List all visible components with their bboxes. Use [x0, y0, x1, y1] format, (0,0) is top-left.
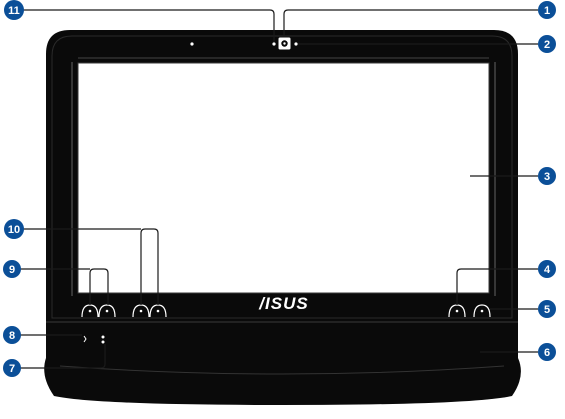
asus-logo: /ISUS	[258, 294, 308, 313]
svg-text:11: 11	[8, 5, 20, 17]
power-led-icon	[102, 336, 105, 339]
callout-9: 9	[3, 260, 21, 278]
stand	[44, 358, 521, 405]
power-led-icon-2	[102, 341, 105, 344]
screen	[78, 63, 489, 293]
callout-5: 5	[538, 300, 556, 318]
svg-text:10: 10	[8, 224, 20, 236]
svg-text:2: 2	[544, 39, 550, 51]
camera-led-right	[294, 42, 297, 45]
svg-text:7: 7	[9, 363, 15, 375]
monitor	[44, 30, 521, 405]
callout-3: 3	[538, 167, 556, 185]
webcam-lens	[283, 42, 285, 44]
callout-7: 7	[3, 359, 21, 377]
svg-text:8: 8	[9, 330, 15, 342]
svg-text:1: 1	[544, 5, 550, 17]
microphone-dot	[190, 42, 193, 45]
callout-8: 8	[3, 326, 21, 344]
callout-2: 2	[538, 35, 556, 53]
camera-led-left	[272, 42, 275, 45]
callout-1: 1	[538, 1, 556, 19]
callout-4: 4	[538, 260, 556, 278]
svg-text:9: 9	[9, 264, 15, 276]
svg-text:4: 4	[544, 264, 551, 276]
callout-6: 6	[538, 343, 556, 361]
svg-text:6: 6	[544, 347, 550, 359]
front-panel	[46, 322, 518, 358]
callout-10: 10	[4, 219, 24, 239]
svg-text:5: 5	[544, 304, 550, 316]
callout-11: 11	[4, 0, 24, 20]
svg-text:3: 3	[544, 171, 550, 183]
